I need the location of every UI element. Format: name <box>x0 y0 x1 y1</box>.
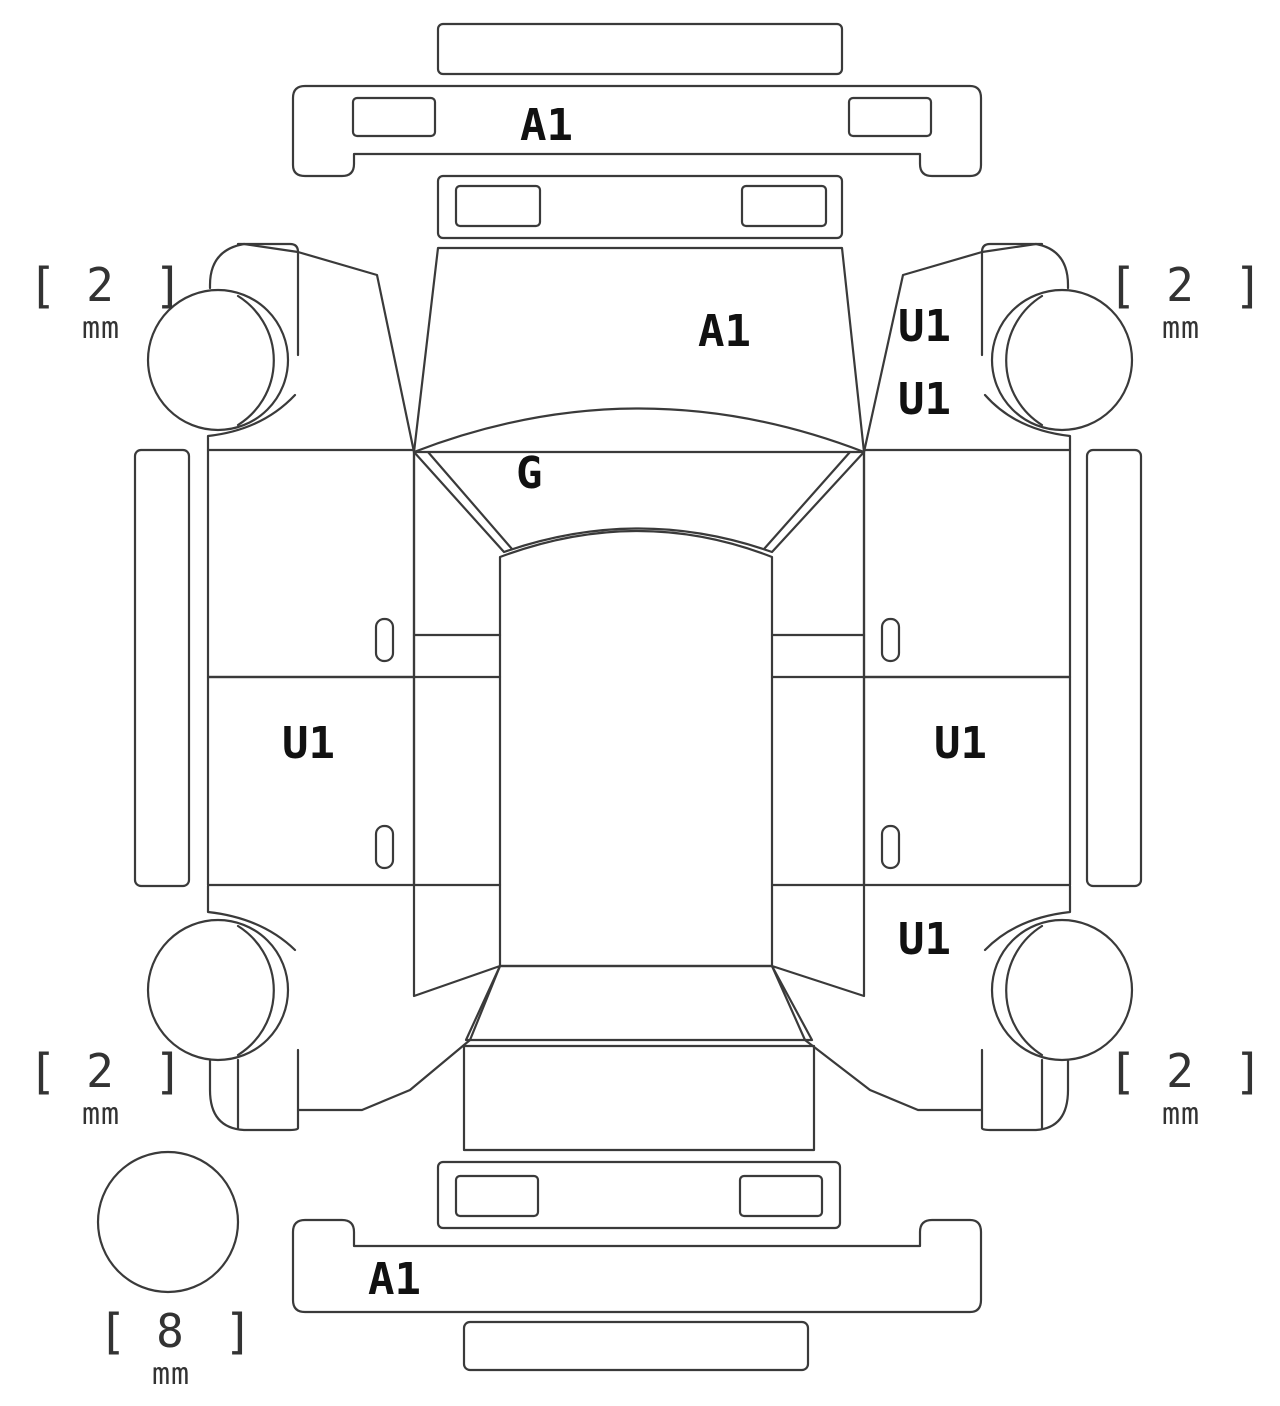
bracket-close: ] <box>154 1044 183 1100</box>
trunk-lid-panel[interactable] <box>462 1044 816 1152</box>
front-right-tire-rim <box>1005 294 1044 427</box>
windshield-pillar-left <box>426 450 514 551</box>
tread-value: 8 <box>156 1304 184 1358</box>
rear-right-wheel-arch <box>983 884 1072 952</box>
tread-spare: [ 8 ] mm <box>98 1304 253 1398</box>
front-right-fender-inner <box>980 242 1044 357</box>
spare-tire[interactable] <box>96 1150 240 1294</box>
right-front-door-handle <box>880 617 901 663</box>
rear-right-quarter-panel[interactable] <box>770 964 1070 1132</box>
hood-panel[interactable] <box>412 246 866 454</box>
right-side-moulding[interactable] <box>1085 448 1143 888</box>
left-rear-door-handle <box>374 824 395 870</box>
front-bumper-damage-label: A1 <box>520 100 573 151</box>
rear-right-tire-rim <box>1005 924 1044 1057</box>
windshield-pillar-right <box>762 450 852 551</box>
tread-value: 2 <box>1166 1044 1194 1098</box>
hood-damage-label: A1 <box>698 306 751 357</box>
bracket-open: [ <box>1108 258 1137 314</box>
tread-front-right: [ 2 ] mm <box>1108 258 1263 352</box>
bracket-close: ] <box>1234 1044 1263 1100</box>
left-rear-door-panel[interactable] <box>206 675 416 887</box>
right-side-sill[interactable] <box>770 450 866 998</box>
rear-lamp-panel[interactable] <box>436 1160 842 1230</box>
rear-left-quarter-panel[interactable] <box>208 964 502 1132</box>
tread-unit: mm <box>81 1097 121 1132</box>
front-left-wheel-arch <box>206 393 297 452</box>
tread-unit: mm <box>1161 1097 1201 1132</box>
windshield-panel[interactable] <box>412 407 866 554</box>
tail-lamp-right <box>738 1174 824 1218</box>
bracket-close: ] <box>1234 258 1263 314</box>
rear-bumper-damage-label: A1 <box>368 1254 421 1305</box>
right-rear-door-panel[interactable] <box>862 675 1072 887</box>
rear-bumper-panel[interactable] <box>291 1218 983 1314</box>
rear-right-quarter-inner <box>980 1048 1044 1130</box>
front-plate-panel[interactable] <box>436 22 844 76</box>
right-doors-damage-label: U1 <box>934 718 987 769</box>
rear-right-quarter-damage-label: U1 <box>898 914 951 965</box>
rear-window-panel[interactable] <box>464 964 814 1042</box>
front-left-tire[interactable] <box>146 288 290 432</box>
bracket-open: [ <box>1108 1044 1137 1100</box>
right-front-door-panel[interactable] <box>862 448 1072 679</box>
tread-value: 2 <box>1166 258 1194 312</box>
front-fog-lamp-right <box>847 96 933 138</box>
front-fog-lamp-left <box>351 96 437 138</box>
right-rear-door-handle <box>880 824 901 870</box>
front-left-tire-rim <box>236 294 275 427</box>
rear-left-quarter-inner <box>236 1048 300 1130</box>
roof-panel[interactable] <box>498 529 774 968</box>
front-right-wheel-arch <box>983 393 1072 452</box>
rear-left-tire[interactable] <box>146 918 290 1062</box>
rear-plate-panel[interactable] <box>462 1320 810 1372</box>
tread-value: 2 <box>86 258 114 312</box>
rear-left-wheel-arch <box>206 884 297 952</box>
tread-value: 2 <box>86 1044 114 1098</box>
front-right-fender-damage-label-2: U1 <box>898 374 951 425</box>
rear-right-tire[interactable] <box>990 918 1134 1062</box>
front-left-fender-inner <box>236 242 300 357</box>
bracket-open: [ <box>28 1044 57 1100</box>
headlamp-left <box>454 184 542 228</box>
tread-rear-left: [ 2 ] mm <box>28 1044 183 1138</box>
headlamp-right <box>740 184 828 228</box>
bracket-close: ] <box>224 1304 253 1360</box>
bracket-open: [ <box>28 258 57 314</box>
left-side-moulding[interactable] <box>133 448 191 888</box>
tread-unit: mm <box>1161 311 1201 346</box>
left-front-door-panel[interactable] <box>206 448 416 679</box>
front-right-tire[interactable] <box>990 288 1134 432</box>
left-front-door-handle <box>374 617 395 663</box>
rear-left-tire-rim <box>236 924 275 1057</box>
bracket-open: [ <box>98 1304 127 1360</box>
tread-rear-right: [ 2 ] mm <box>1108 1044 1263 1138</box>
front-left-fender-panel[interactable] <box>208 242 416 454</box>
tail-lamp-left <box>454 1174 540 1218</box>
windshield-damage-label: G <box>516 448 543 499</box>
front-bumper-panel[interactable] <box>291 84 983 178</box>
tread-front-left: [ 2 ] mm <box>28 258 183 352</box>
front-right-fender-panel[interactable] <box>862 242 1070 454</box>
left-doors-damage-label: U1 <box>282 718 335 769</box>
tread-unit: mm <box>151 1357 191 1392</box>
bracket-close: ] <box>154 258 183 314</box>
front-grille-panel[interactable] <box>436 174 844 240</box>
tread-unit: mm <box>81 311 121 346</box>
front-right-fender-damage-label-1: U1 <box>898 301 951 352</box>
